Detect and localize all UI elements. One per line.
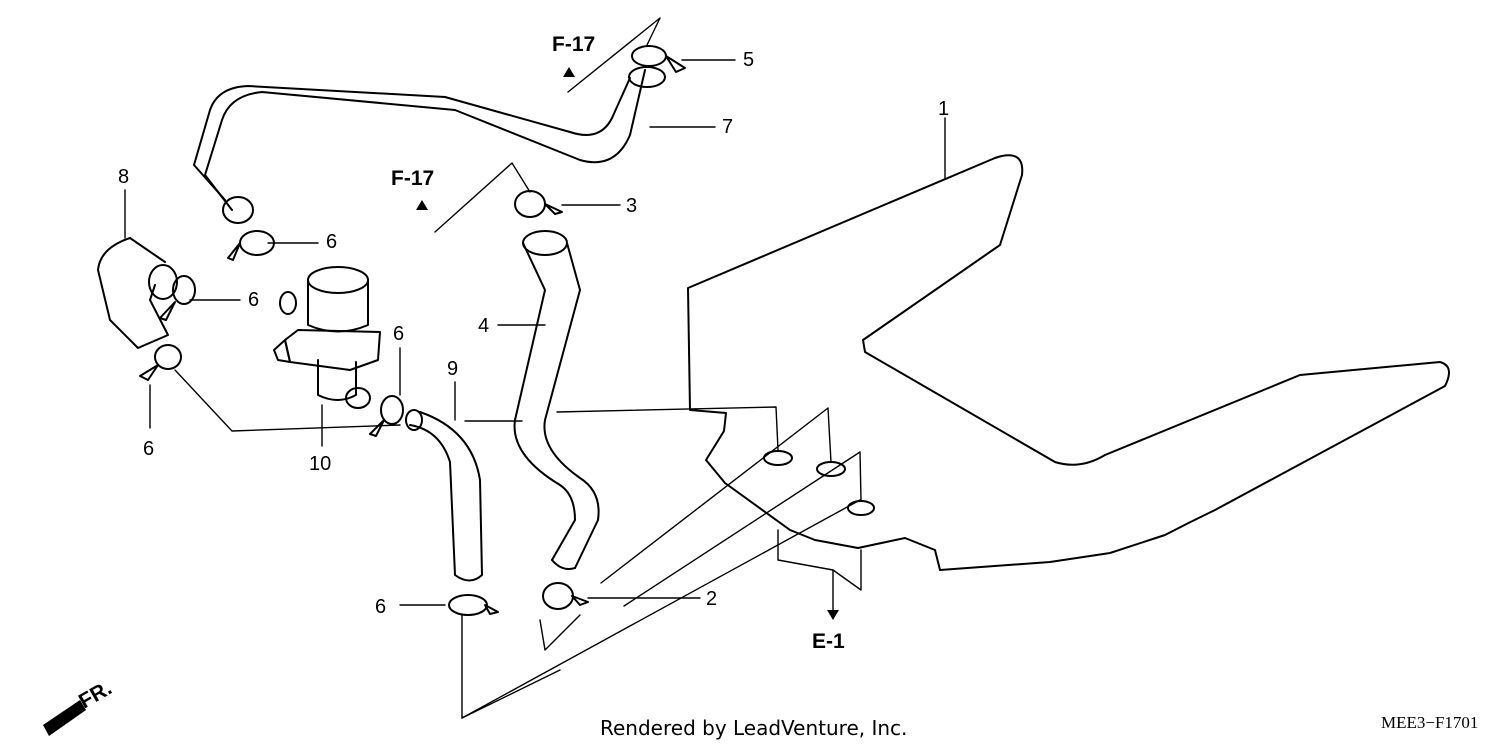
callout-6e: 6: [375, 596, 386, 618]
callout-5: 5: [743, 49, 754, 71]
upper-hose: [193, 66, 666, 224]
e1-arrow: [827, 610, 839, 620]
heat-shield-plate: [687, 154, 1450, 571]
callout-6b: 6: [248, 289, 259, 311]
clamp-6c: [139, 344, 182, 381]
lower-hose: [405, 409, 483, 582]
diagram-code: MEE3−F1701: [1381, 713, 1479, 732]
clamp-5: [631, 45, 686, 73]
clamp-6d: [369, 395, 404, 437]
ref-e1: E-1: [812, 630, 845, 653]
callout-9: 9: [447, 358, 458, 380]
callout-10: 10: [309, 453, 331, 475]
ref-f17-mid: F-17: [391, 167, 434, 190]
clamp-6e: [448, 594, 499, 616]
callout-8: 8: [118, 166, 129, 188]
front-arrow-icon: [43, 700, 86, 736]
long-hose: [513, 230, 600, 570]
callout-3: 3: [626, 195, 637, 217]
footer-credit: Rendered by LeadVenture, Inc.: [600, 716, 908, 740]
clamp-3: [514, 190, 563, 218]
clamp-6b: [159, 275, 196, 321]
f17-top-arrow: [563, 67, 575, 77]
callout-6a: 6: [326, 231, 337, 253]
ref-f17-top: F-17: [552, 33, 595, 56]
callout-7: 7: [722, 116, 733, 138]
clamp-2: [542, 582, 589, 610]
callout-6c: 6: [143, 438, 154, 460]
clamp-6a: [227, 230, 275, 261]
callout-1: 1: [938, 98, 949, 120]
air-injection-valve: [273, 266, 381, 409]
callout-4: 4: [478, 315, 489, 337]
callout-6d: 6: [393, 323, 404, 345]
elbow-hose: [97, 237, 178, 349]
callout-2: 2: [706, 588, 717, 610]
f17-mid-arrow: [416, 200, 428, 210]
